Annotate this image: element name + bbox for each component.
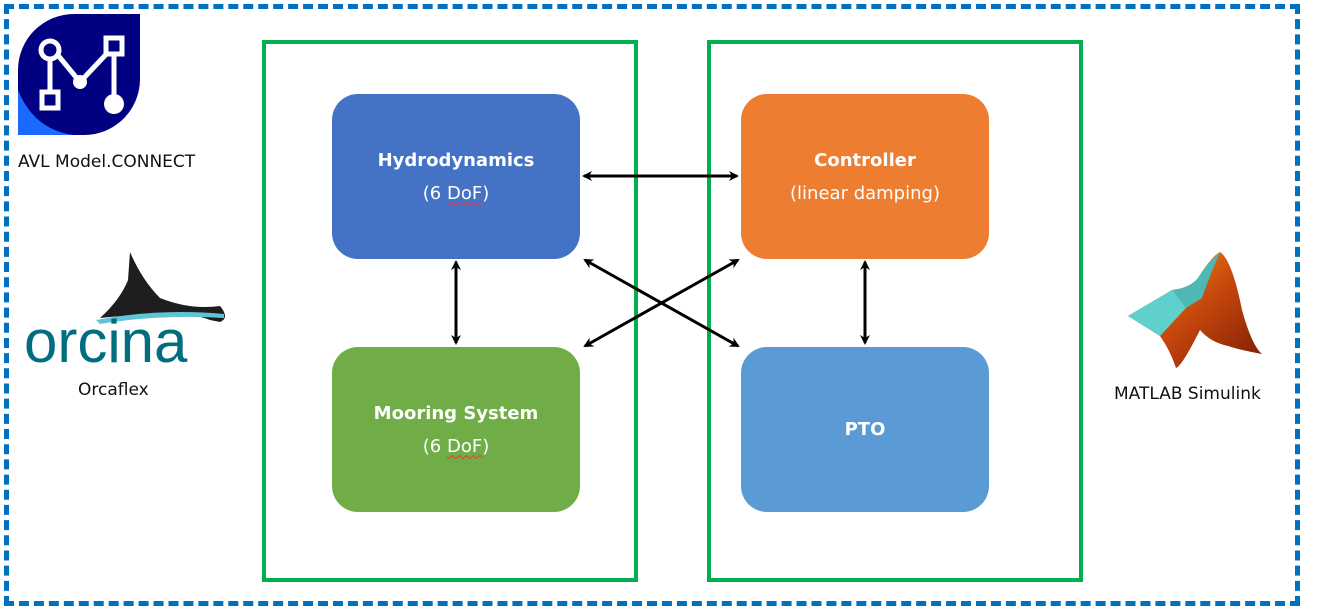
subtitle-prefix: (6 <box>422 435 447 457</box>
subtitle-suffix: ) <box>482 435 490 457</box>
mooring-system-subtitle: (6 DoF) <box>423 430 489 463</box>
mooring-system-title: Mooring System <box>373 402 539 424</box>
pto-block: PTO <box>741 347 989 512</box>
matlab-simulink-logo-label: MATLAB Simulink <box>1114 384 1261 404</box>
controller-title: Controller <box>814 149 916 171</box>
hydrodynamics-title: Hydrodynamics <box>377 149 535 171</box>
matlab-membrane-logo-icon <box>1128 252 1262 368</box>
subtitle-prefix: (6 <box>422 182 447 204</box>
arrow-mooring-controller <box>583 258 740 348</box>
spellcheck-flagged-word: DoF <box>446 435 483 457</box>
controller-block: Controller (linear damping) <box>741 94 989 259</box>
orcina-wordmark: orcina <box>24 308 188 370</box>
spellcheck-flagged-word: DoF <box>446 182 483 204</box>
avl-logo-label: AVL Model.CONNECT <box>18 152 196 172</box>
orcaflex-logo-label: Orcaflex <box>78 380 149 400</box>
hydrodynamics-subtitle: (6 DoF) <box>423 177 489 210</box>
orca-fin-logo-icon: orcina <box>24 252 225 370</box>
pto-title: PTO <box>844 419 886 440</box>
subtitle-suffix: ) <box>482 182 490 204</box>
co-simulation-boundary <box>4 4 1300 606</box>
hydrodynamics-block: Hydrodynamics (6 DoF) <box>332 94 580 259</box>
avl-model-connect-logo-icon <box>18 14 140 135</box>
controller-subtitle: (linear damping) <box>790 182 940 204</box>
mooring-system-block: Mooring System (6 DoF) <box>332 347 580 512</box>
